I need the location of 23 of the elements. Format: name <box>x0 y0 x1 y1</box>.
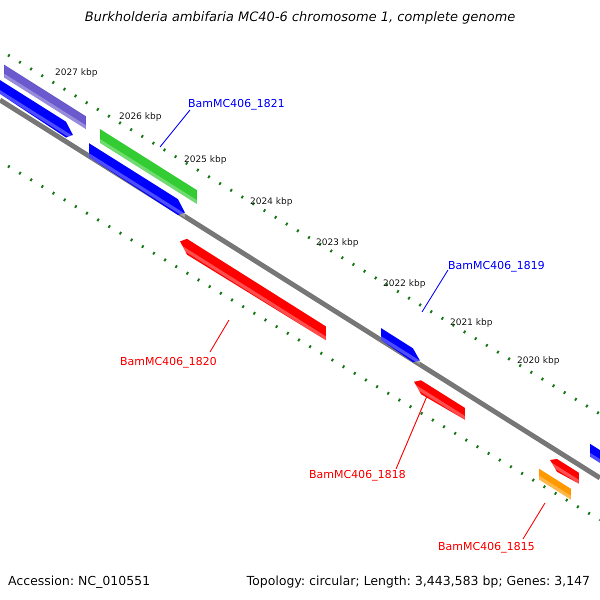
gene-label: BamMC406_1819 <box>448 260 545 271</box>
gene-label: BamMC406_1820 <box>120 356 217 367</box>
scale-label: 2023 kbp <box>316 239 358 248</box>
leader-line <box>422 270 448 312</box>
title: Burkholderia ambifaria MC40-6 chromosome 1, complete genome <box>84 11 516 24</box>
leader-line <box>396 396 428 470</box>
gene-label: BamMC406_1815 <box>438 541 535 552</box>
gene-arrow <box>381 328 420 365</box>
scale-label: 2021 kbp <box>450 319 492 328</box>
gene-label: BamMC406_1821 <box>188 98 285 109</box>
leader-line <box>160 110 190 148</box>
scale-label: 2025 kbp <box>184 156 226 165</box>
gene-arrow <box>539 468 571 500</box>
gene-label: BamMC406_1818 <box>309 469 406 480</box>
leader-line <box>210 320 230 352</box>
gene-arrow <box>414 380 465 420</box>
footer-note: Accession: NC_010551 <box>8 575 150 588</box>
scale-label: 2020 kbp <box>517 357 560 366</box>
scale-label: 2022 kbp <box>383 280 426 289</box>
leader-line <box>522 502 546 540</box>
footer-note: Topology: circular; Length: 3,443,583 bp; Genes: 3,147 <box>246 575 590 588</box>
scale-label: 2027 kbp <box>55 69 98 78</box>
scale-label: 2024 kbp <box>250 198 292 207</box>
